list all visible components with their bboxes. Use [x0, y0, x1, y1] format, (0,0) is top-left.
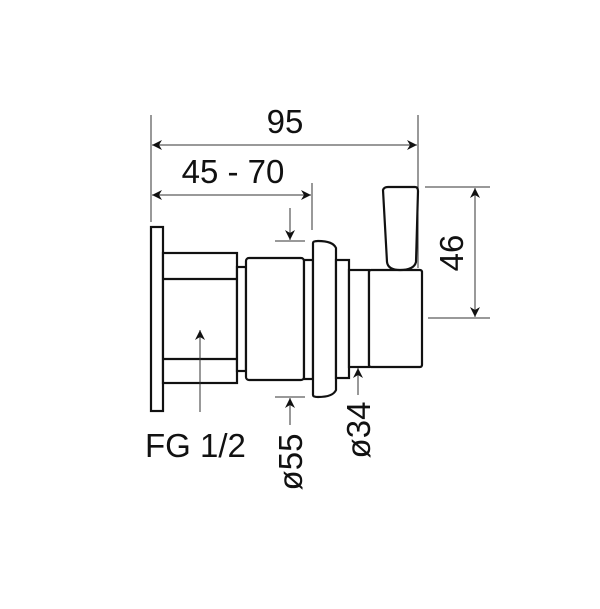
- dimension-body-diameter: ø34: [340, 368, 377, 458]
- extension-lines: [150, 115, 490, 398]
- collar: [334, 258, 351, 380]
- stem-section: [347, 268, 371, 369]
- dimension-handle-height: 46: [433, 188, 480, 317]
- dimension-rosette-diameter: ø55: [272, 208, 309, 490]
- connection-callout: FG 1/2: [145, 330, 246, 464]
- body-diameter-label: ø34: [340, 402, 377, 459]
- wall-plate: [149, 225, 165, 413]
- dimension-wall-depth: 45 - 70: [152, 153, 311, 200]
- sleeve-cylinder: [244, 256, 306, 382]
- handle-height-label: 46: [433, 235, 470, 272]
- valve-body: [149, 185, 424, 413]
- handle-body: [367, 268, 424, 369]
- rosette-diameter-label: ø55: [272, 434, 309, 491]
- dimension-overall-length: 95: [152, 103, 417, 150]
- lever-handle: [381, 185, 420, 272]
- thread-ring: [235, 265, 248, 373]
- rosette: [311, 239, 338, 399]
- wall-depth-label: 45 - 70: [182, 153, 285, 190]
- overall-length-label: 95: [267, 103, 304, 140]
- connection-label: FG 1/2: [145, 427, 246, 464]
- spacer-ring: [302, 258, 315, 381]
